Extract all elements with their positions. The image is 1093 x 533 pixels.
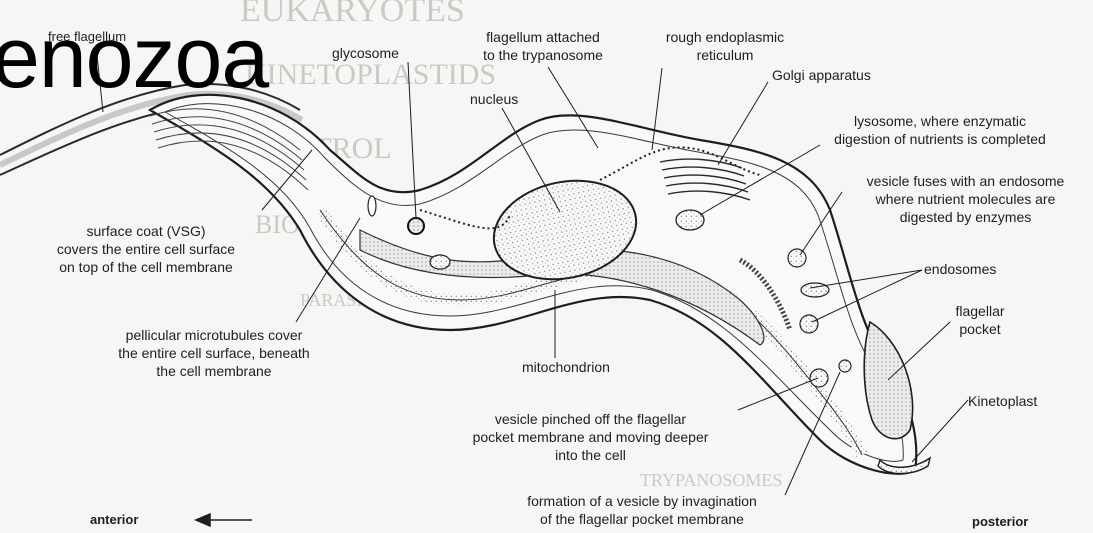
label-endosomes: endosomes xyxy=(924,260,996,278)
label-nucleus: nucleus xyxy=(470,90,518,108)
label-flagellar-pocket: flagellar pocket xyxy=(940,302,1020,338)
label-surface-coat: surface coat (VSG) covers the entire cel… xyxy=(0,222,292,276)
slide-title: enozoa xyxy=(0,8,268,108)
label-flagellum-attached: flagellum attached to the trypanosome xyxy=(448,28,638,64)
label-lysosome: lysosome, where enzymatic digestion of n… xyxy=(800,112,1080,148)
label-vesicle-pinched: vesicle pinched off the flagellar pocket… xyxy=(448,410,733,464)
label-mitochondrion: mitochondrion xyxy=(522,358,610,376)
label-kinetoplast: Kinetoplast xyxy=(968,392,1037,410)
label-formation-vesicle: formation of a vesicle by invagination o… xyxy=(482,492,802,528)
label-anterior: anterior xyxy=(90,511,138,529)
label-rough-er: rough endoplasmic reticulum xyxy=(640,28,810,64)
label-glycosome: glycosome xyxy=(332,44,399,62)
label-posterior: posterior xyxy=(972,513,1028,531)
label-golgi: Golgi apparatus xyxy=(772,66,871,84)
anterior-arrow xyxy=(196,514,252,526)
label-free-flagellum: free flagellum xyxy=(48,28,126,46)
lysosome-shape xyxy=(676,210,704,230)
glycosome-shape xyxy=(408,218,424,234)
endosome-shape xyxy=(801,283,829,297)
label-pellicular-microtubules: pellicular microtubules cover the entire… xyxy=(70,326,358,380)
label-vesicle-fuses: vesicle fuses with an endosome where nut… xyxy=(838,172,1093,226)
